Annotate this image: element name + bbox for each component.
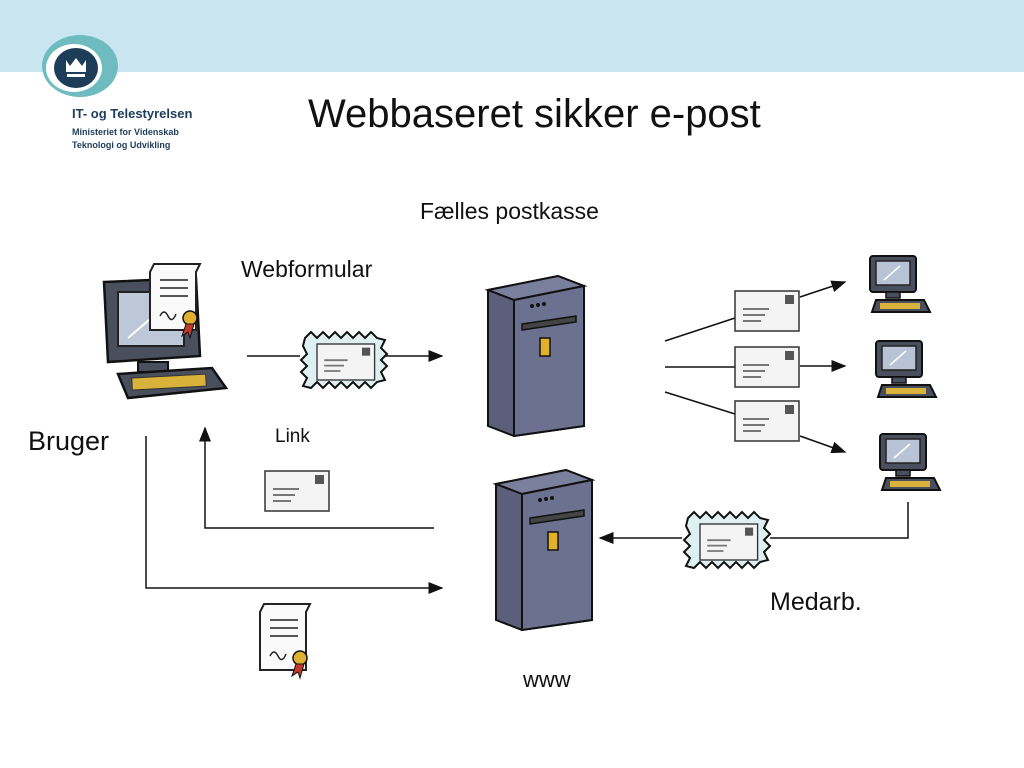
arrow-icon: [664, 317, 736, 342]
employee-computer-icon: [875, 340, 937, 398]
org-subtitle-line1: Ministeriet for Videnskab: [72, 127, 179, 137]
certificate-icon: [149, 263, 201, 339]
server-icon: [487, 275, 585, 437]
crown-shield-icon: [42, 35, 118, 97]
arrow-icon: [199, 426, 434, 529]
server-icon: [495, 469, 593, 631]
header-band: [0, 0, 1024, 72]
envelope-icon: [734, 400, 800, 442]
arrow-icon: [799, 280, 847, 298]
secure-envelope-icon: [300, 331, 388, 389]
arrow-icon: [799, 435, 847, 454]
label-user: Bruger: [28, 426, 110, 456]
envelope-icon: [734, 290, 800, 332]
employee-computer-icon: [879, 433, 941, 491]
page-title: Webbaseret sikker e-post: [308, 92, 761, 136]
arrow-icon: [664, 391, 736, 415]
label-link: Link: [275, 426, 310, 447]
employee-computer-icon: [869, 255, 931, 313]
label-employee: Medarb.: [770, 588, 862, 616]
envelope-icon: [264, 470, 330, 512]
org-subtitle-line2: Teknologi og Udvikling: [72, 140, 171, 150]
org-name: IT- og Telestyrelsen: [72, 106, 193, 121]
label-www: www: [523, 667, 571, 692]
label-webform: Webformular: [241, 256, 373, 282]
arrow-icon: [145, 436, 444, 594]
arrow-icon: [770, 502, 909, 539]
envelope-icon: [734, 346, 800, 388]
label-shared-mailbox: Fælles postkasse: [420, 198, 599, 224]
secure-envelope-icon: [683, 511, 771, 569]
certificate-icon: [259, 603, 311, 679]
